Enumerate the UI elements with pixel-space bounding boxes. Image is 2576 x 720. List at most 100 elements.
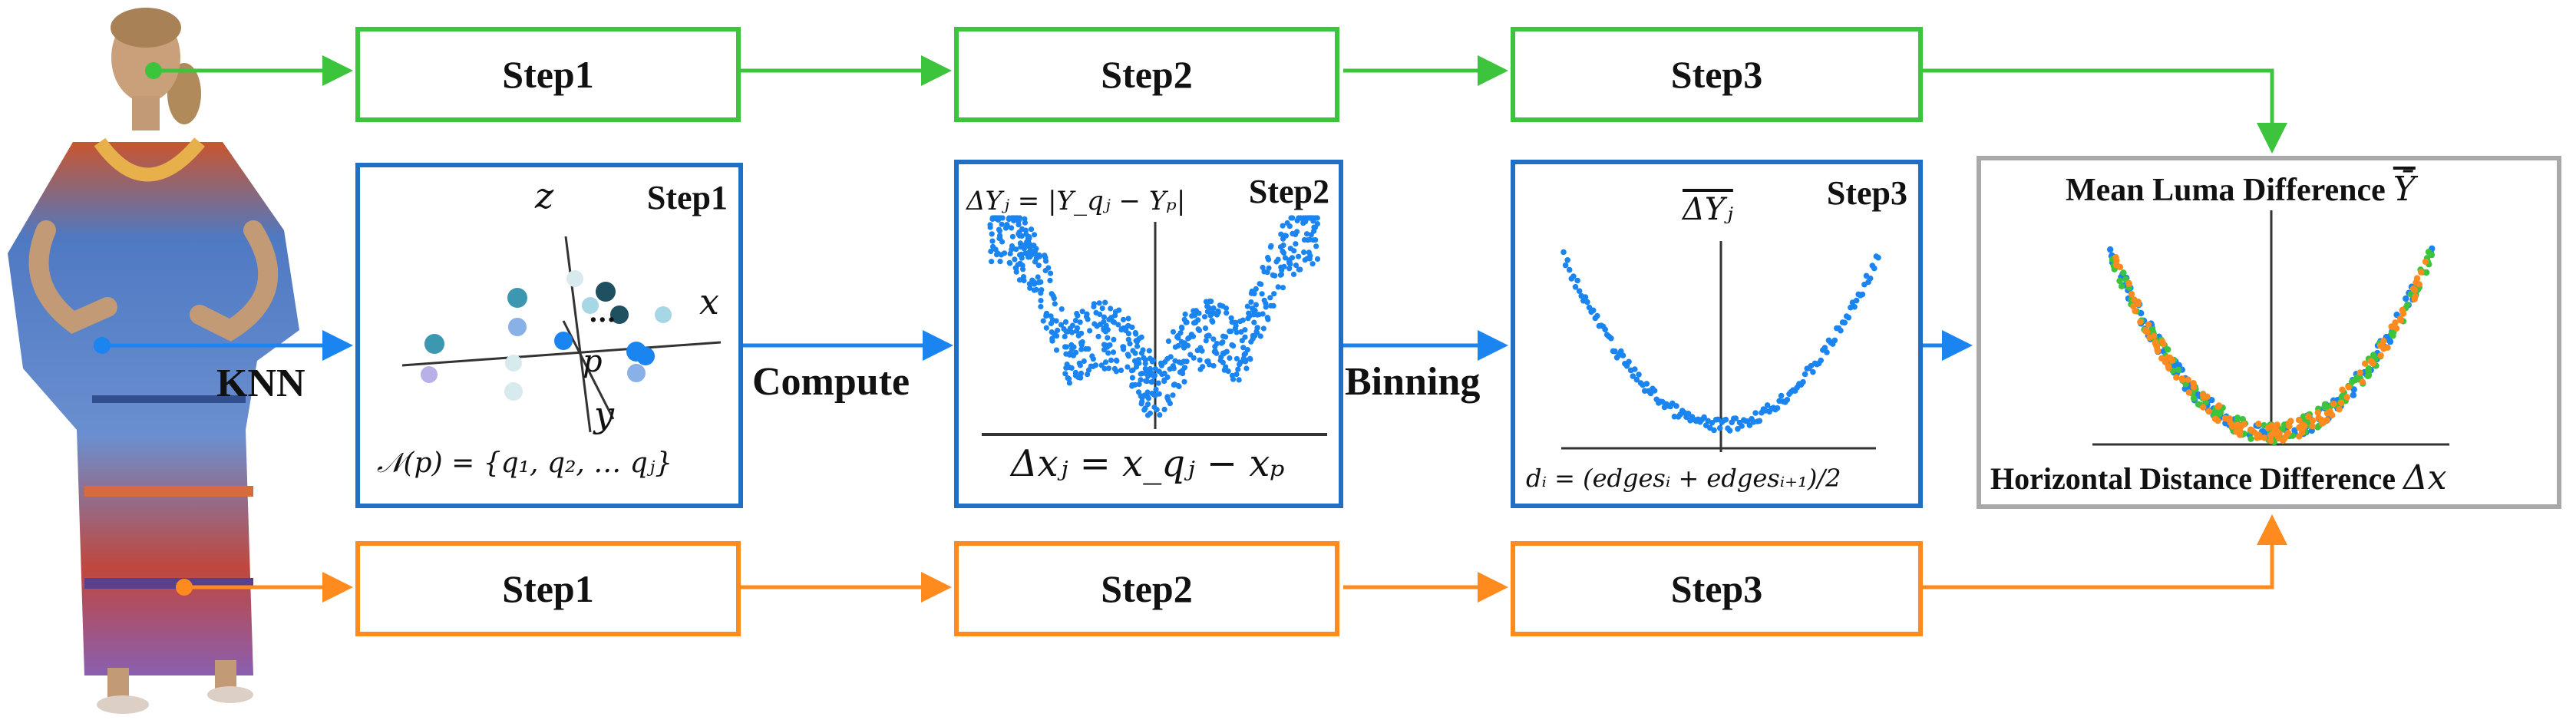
panel2-point <box>1144 401 1151 408</box>
panel2-point <box>1257 281 1263 287</box>
panel2-point <box>1152 366 1158 372</box>
result-point <box>2241 421 2247 428</box>
panel2-point <box>1085 372 1091 378</box>
panel2-point <box>1016 252 1023 258</box>
panel2-point <box>1253 302 1259 308</box>
panel2-point <box>1031 279 1037 285</box>
neighbourhood-formula: 𝒩(p) = {q₁, q₂, … qⱼ} <box>377 448 673 479</box>
panel2-point <box>1249 306 1255 312</box>
bin-center-formula: dᵢ = (edgesᵢ + edgesᵢ₊₁)/2 <box>1526 464 1841 493</box>
ellipsis-label: ... <box>589 298 616 329</box>
panel2-point <box>1063 344 1069 350</box>
panel2-point <box>1207 306 1213 312</box>
panel2-point <box>1139 398 1145 405</box>
result-point <box>2370 352 2377 358</box>
panel2-point <box>1136 381 1142 388</box>
panel2-point <box>1247 356 1253 362</box>
result-point <box>2323 410 2331 417</box>
result-point <box>2388 323 2395 330</box>
result-point <box>2254 434 2261 441</box>
result-point <box>2229 423 2236 430</box>
panel2-point <box>1233 322 1239 329</box>
panel2-point <box>1191 320 1197 326</box>
panel2-point <box>1162 359 1168 365</box>
result-xlabel: Horizontal Distance Difference Δx <box>1990 458 2447 497</box>
panel2-point <box>1264 315 1270 321</box>
panel2-point <box>1144 378 1150 385</box>
panel2-point <box>1148 369 1154 376</box>
panel2-point <box>1055 327 1061 333</box>
panel2-point <box>1058 322 1065 328</box>
panel3-point <box>1562 262 1569 269</box>
panel2-point <box>1250 335 1256 342</box>
axis-z-label: z <box>535 175 554 216</box>
panel2-point <box>1129 383 1135 389</box>
panel2-point <box>1223 334 1229 340</box>
result-point <box>2247 426 2254 433</box>
panel2-point <box>1187 352 1194 358</box>
panel2-point <box>1085 346 1091 352</box>
panel2-point <box>1062 319 1069 325</box>
panel2-point <box>1171 381 1177 388</box>
panel3-point <box>1818 357 1824 364</box>
panel2-point <box>1115 322 1121 328</box>
panel2-point <box>1214 341 1220 347</box>
panel2-point <box>1242 334 1248 340</box>
mean-luma-symbol: ΔYⱼ <box>1683 192 1733 227</box>
panel3-point <box>1709 420 1716 426</box>
panel2-point <box>1146 348 1152 354</box>
result-point <box>2359 378 2366 385</box>
result-point <box>2376 342 2384 349</box>
result-point <box>2214 403 2221 410</box>
panel2-point <box>1066 380 1072 386</box>
panel2-point <box>1282 255 1289 261</box>
panel2-point <box>1207 298 1213 305</box>
panel2-point <box>1155 380 1161 386</box>
person-figure <box>8 8 299 714</box>
panel2-point <box>1017 215 1023 221</box>
panel2-point <box>1161 377 1167 383</box>
result-point <box>2388 330 2395 337</box>
panel2-point <box>1301 249 1307 256</box>
panel2-point <box>1040 318 1046 324</box>
panel3-point <box>1576 288 1583 294</box>
panel2-point <box>1211 348 1217 355</box>
panel2-point <box>997 259 1003 265</box>
result-point <box>2396 315 2404 322</box>
panel2-point <box>1009 246 1015 253</box>
panel3-point <box>1752 410 1759 416</box>
panel2-point <box>1267 295 1273 301</box>
panel2-point <box>1249 288 1255 295</box>
panel-result: Mean Luma Difference Ȳ Horizontal Distan… <box>1977 156 2561 509</box>
panel3-point <box>1602 326 1608 333</box>
panel2-point <box>1048 270 1054 276</box>
panel2-point <box>1147 355 1153 362</box>
panel2-point <box>1049 317 1056 323</box>
panel2-point <box>1207 312 1214 319</box>
result-point <box>2339 386 2346 393</box>
panel2-point <box>1091 321 1098 327</box>
panel2-point <box>1159 372 1165 378</box>
panel2-point <box>1224 310 1230 316</box>
panel2-point <box>1147 410 1153 416</box>
panel2-point <box>1204 358 1210 365</box>
knn-label: KNN <box>216 362 305 405</box>
result-point <box>2350 391 2357 398</box>
panel2-point <box>1016 231 1022 237</box>
panel2-point <box>1296 266 1302 272</box>
panel2-point <box>1240 317 1246 323</box>
panel2-point <box>1078 342 1085 348</box>
panel2-point <box>1111 319 1118 325</box>
panel2-point <box>1268 302 1274 309</box>
distance-diff-formula: Δxⱼ = x_qⱼ − xₚ <box>1011 442 1285 485</box>
panel2-point <box>1314 256 1321 262</box>
panel3-point <box>1778 392 1785 399</box>
panel2-point <box>1047 277 1053 283</box>
panel3-point <box>1620 352 1627 358</box>
panel2-point <box>1036 253 1042 259</box>
panel3-point <box>1831 337 1838 344</box>
panel2-point <box>1053 347 1060 353</box>
panel2-point <box>1296 253 1302 259</box>
panel3-point <box>1746 422 1753 428</box>
panel2-point <box>1108 315 1115 321</box>
